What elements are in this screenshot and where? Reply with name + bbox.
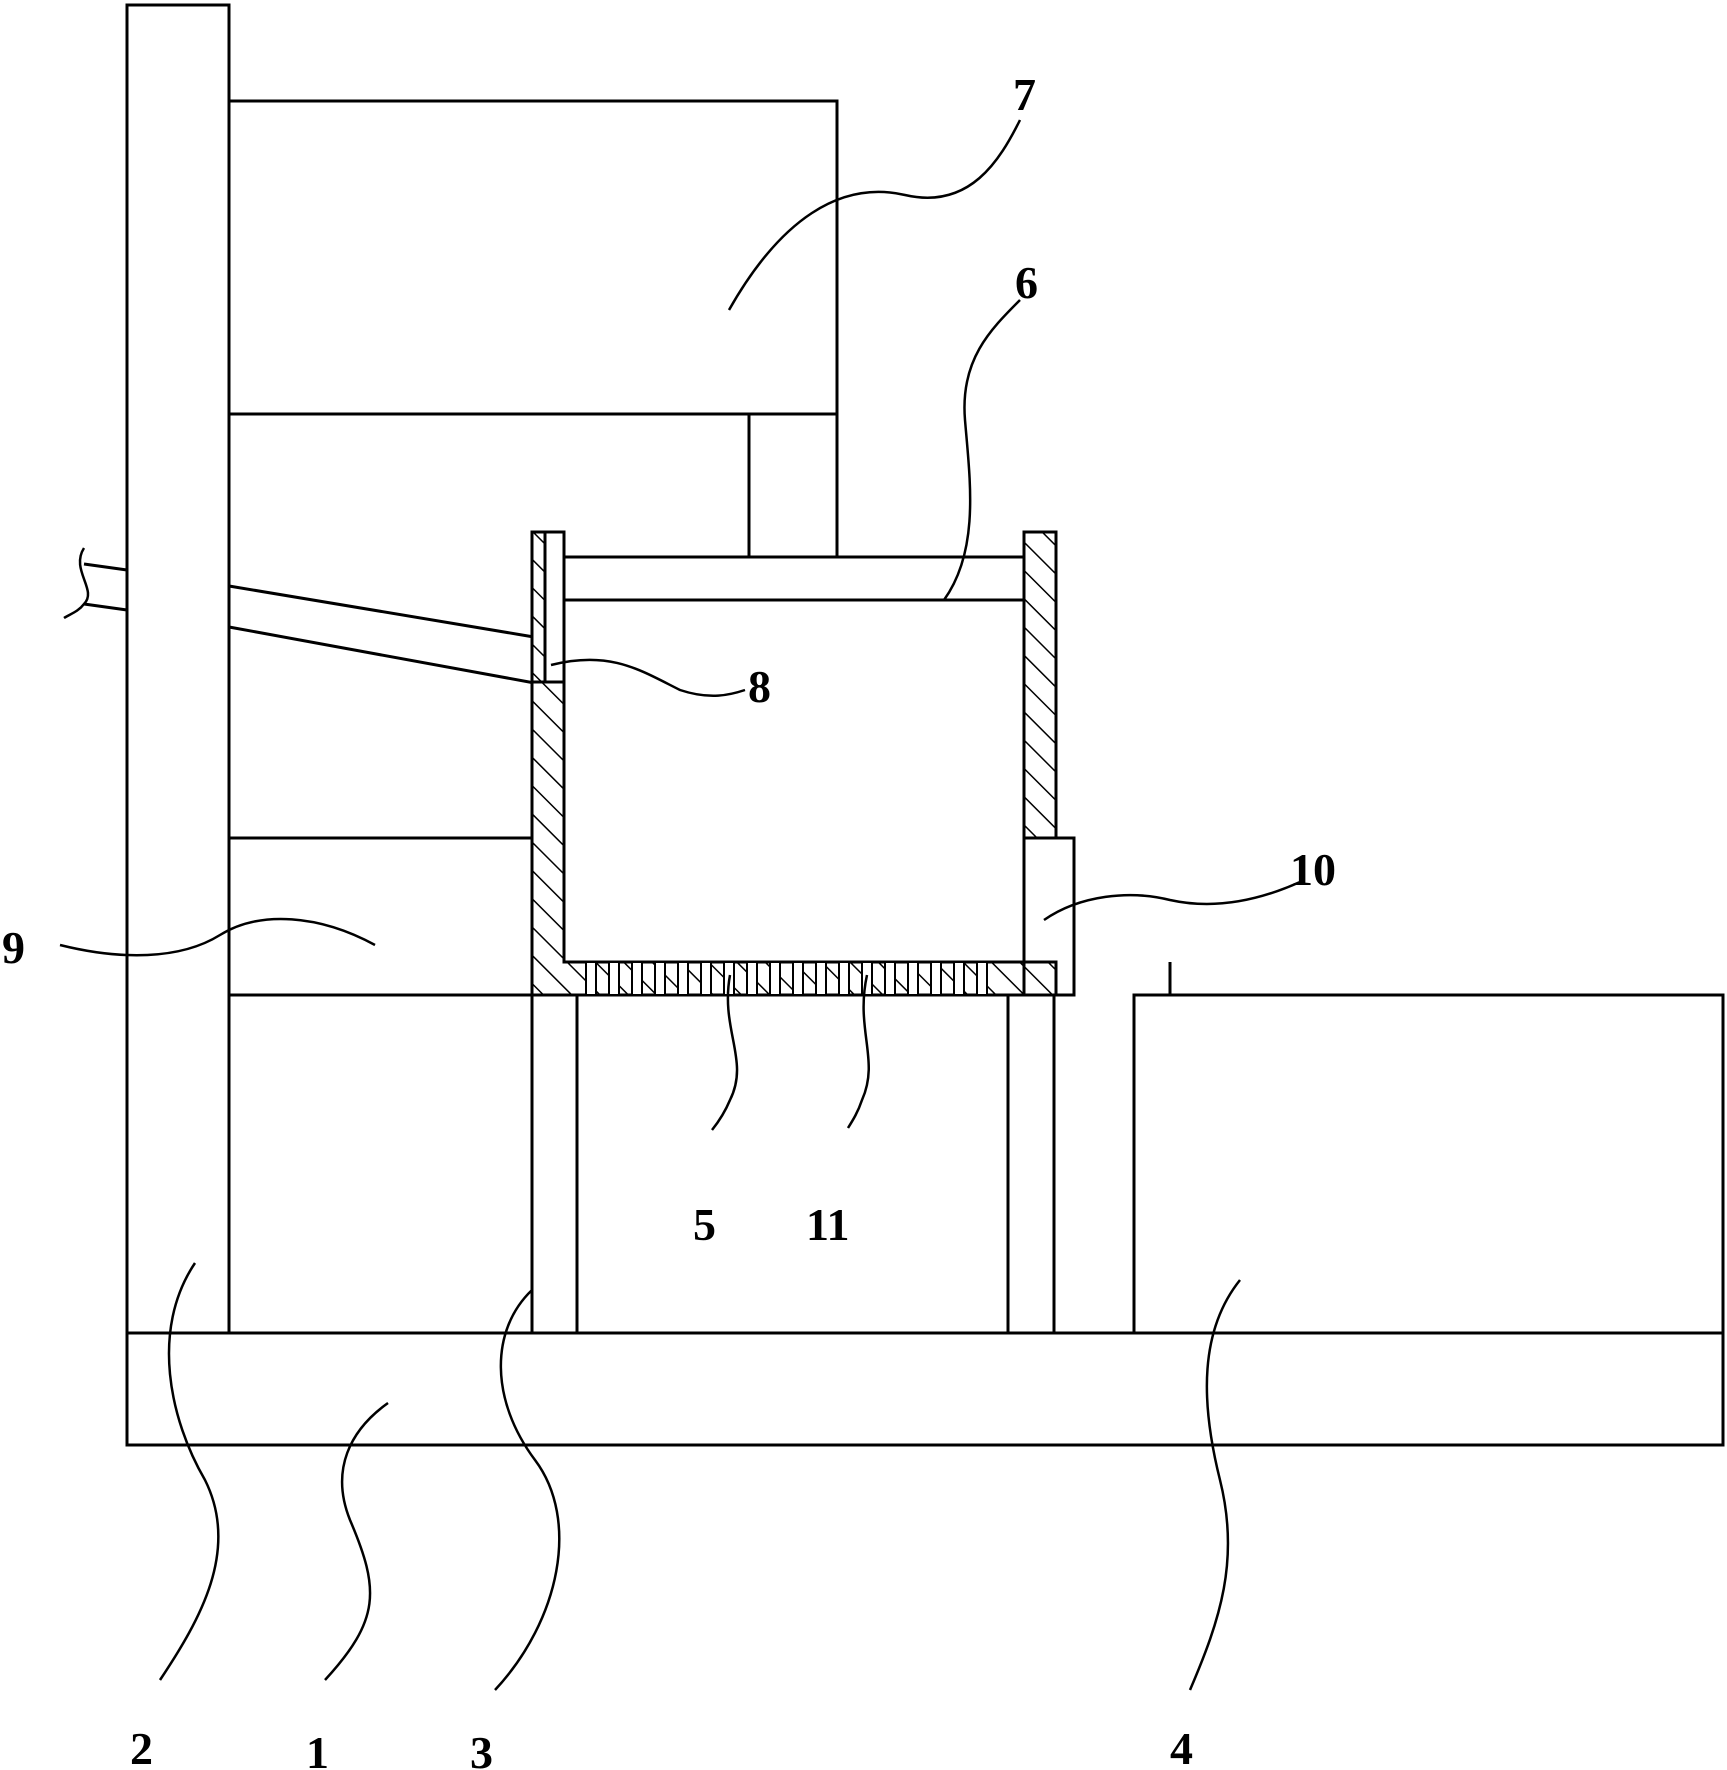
cylinder-housing (227, 99, 839, 416)
sieve-left-wall (530, 680, 1058, 997)
support-right (1006, 993, 1056, 1335)
piston-rod (747, 412, 839, 559)
leader-8 (550, 658, 746, 698)
leader-9 (59, 917, 376, 957)
leader-3 (494, 1289, 561, 1691)
leader-4 (1188, 1279, 1241, 1691)
label-3: 3 (470, 1727, 493, 1770)
leader-1 (324, 1401, 389, 1681)
label-9: 9 (2, 922, 25, 973)
leader-5 (711, 974, 739, 1131)
label-5: 5 (693, 1199, 716, 1250)
collection-box (1132, 993, 1725, 1335)
label-4: 4 (1170, 1723, 1193, 1770)
feed-pipe (63, 547, 541, 686)
sieve-left-upper-wall (530, 530, 547, 684)
sieve-right-wall (1022, 530, 1058, 840)
label-6: 6 (1015, 257, 1038, 308)
leader-6 (942, 299, 1021, 601)
label-10: 10 (1290, 844, 1336, 895)
motor-block (227, 836, 534, 997)
press-plate (562, 555, 1026, 602)
support-left (530, 993, 579, 1335)
vertical-column (125, 3, 231, 1335)
label-11: 11 (806, 1199, 849, 1250)
label-7: 7 (1013, 69, 1036, 120)
leader-10 (1043, 880, 1301, 922)
leader-2 (158, 1262, 220, 1681)
label-8: 8 (748, 661, 771, 712)
label-2: 2 (130, 1723, 153, 1770)
label-1: 1 (306, 1727, 329, 1770)
leader-7 (727, 119, 1022, 311)
leader-11 (846, 974, 870, 1129)
base-plate (125, 1331, 1725, 1447)
feed-tube (543, 530, 566, 684)
